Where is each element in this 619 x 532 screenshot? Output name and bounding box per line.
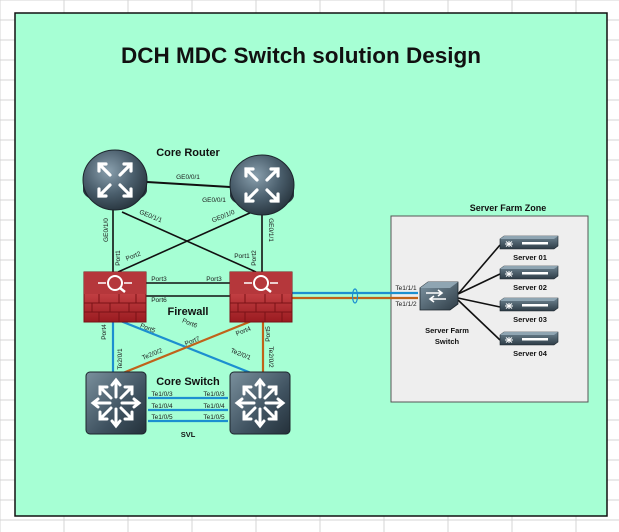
svl-label: SVL [181, 430, 196, 439]
port-label: Te1/0/4 [151, 403, 173, 410]
link-sfs-server4 [457, 299, 501, 341]
port-label: Te1/1/1 [395, 285, 417, 292]
port-label: Te1/0/4 [203, 403, 225, 410]
links [111, 181, 501, 423]
router-1[interactable] [82, 149, 148, 211]
port-label: Port6 [151, 297, 167, 304]
server-1[interactable]: Server 01 [499, 235, 559, 262]
link-sfs-server1 [457, 244, 501, 295]
port-label: Te1/0/3 [151, 391, 173, 398]
server-farm-zone-label: Server Farm Zone [470, 203, 547, 213]
port-label: Port3 [151, 276, 167, 283]
port-label: GE0/0/1 [176, 174, 200, 181]
server-farm-switch-label-line2: Switch [435, 337, 460, 346]
port-label: Port4 [101, 324, 108, 340]
port-label: Te2/0/2 [267, 346, 274, 368]
port-label: Port3 [206, 276, 222, 283]
router-icon [229, 154, 295, 216]
port-label: Te1/0/5 [151, 414, 173, 421]
port-label: GE0/1/0 [103, 218, 110, 242]
server-label: Server 02 [513, 283, 547, 292]
firewall-icon [83, 271, 147, 323]
workgroup-switch-icon [419, 281, 459, 311]
server-farm-switch[interactable] [419, 281, 459, 311]
core-switch-1[interactable] [85, 371, 147, 435]
l3-switch-icon [85, 371, 147, 435]
server-label: Server 04 [513, 349, 548, 358]
port-channel-marker [351, 288, 359, 304]
core-switch-2[interactable] [229, 371, 291, 435]
firewall-label: Firewall [168, 306, 209, 318]
server-icon [499, 331, 559, 346]
server-label: Server 01 [513, 253, 547, 262]
server-3[interactable]: Server 03 [499, 297, 559, 324]
server-4[interactable]: Server 04 [499, 331, 559, 358]
port-label: Port2 [251, 250, 258, 266]
port-label: Port1 [234, 253, 250, 260]
server-icon [499, 297, 559, 312]
core-switch-label: Core Switch [156, 376, 220, 388]
firewall-1[interactable] [83, 271, 147, 323]
l3-switch-icon [229, 371, 291, 435]
server-label: Server 03 [513, 315, 547, 324]
port-label: GE0/1/1 [267, 218, 274, 242]
link-r2-fw1 [117, 211, 253, 273]
link-sfs-server2 [457, 273, 501, 295]
port-label: Te1/1/2 [395, 301, 417, 308]
server-icon [499, 265, 559, 280]
diagram-title: DCH MDC Switch solution Design [121, 43, 481, 68]
link-router-router [146, 181, 231, 188]
link-r1-fw2 [121, 211, 257, 273]
server-2[interactable]: Server 02 [499, 265, 559, 292]
firewall-2[interactable] [229, 271, 293, 323]
port-label: Port1 [115, 250, 122, 266]
server-icon [499, 235, 559, 250]
port-label: GE0/0/1 [202, 197, 226, 204]
router-2[interactable] [229, 154, 295, 216]
link-sfs-server3 [457, 297, 501, 308]
server-farm-switch-label-line1: Server Farm [425, 326, 469, 335]
servers: Server 01 Server 02 Server 03 Server 04 [499, 235, 559, 358]
router-icon [82, 149, 148, 211]
link-fw2-sw1 [117, 318, 255, 377]
port-label: Te1/0/5 [203, 414, 225, 421]
port-label: Te2/0/1 [117, 348, 124, 370]
port-label: Port5 [265, 326, 272, 342]
core-router-label: Core Router [156, 147, 220, 159]
firewall-icon [229, 271, 293, 323]
port-label: Te1/0/3 [203, 391, 225, 398]
